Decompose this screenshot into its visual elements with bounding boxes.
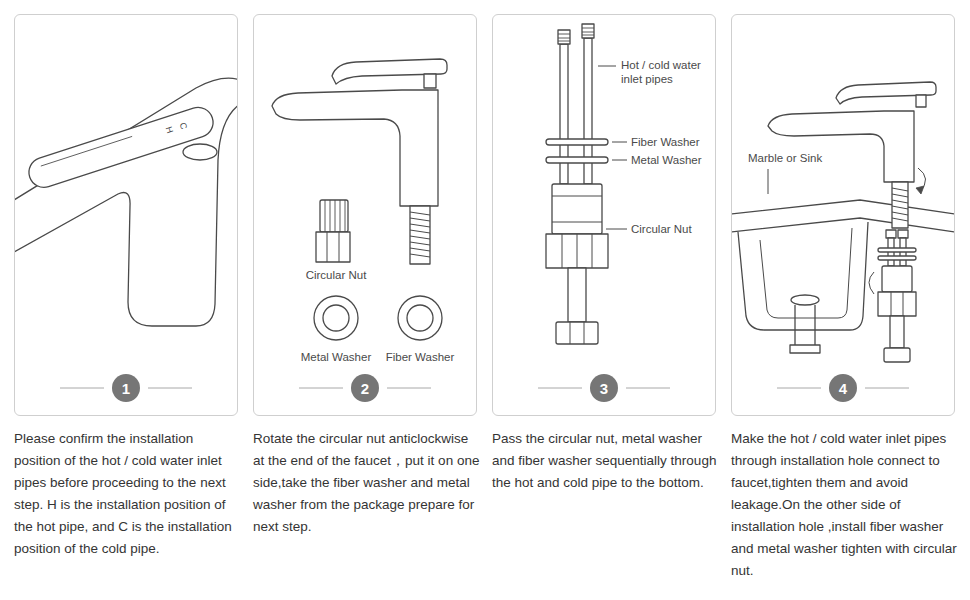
step-number: 1: [122, 380, 130, 397]
sink-install-part: [768, 169, 769, 194]
sink-install-part: [795, 305, 815, 345]
faucet-closeup-part: [15, 78, 237, 200]
part-label: Marble or Sink: [748, 151, 822, 165]
faucet-parts: [272, 59, 447, 340]
step-number: 4: [839, 380, 847, 397]
badge-rules-part: [777, 388, 821, 389]
pipe-assembly-part: [562, 234, 592, 268]
badge-rules-part: [148, 388, 192, 389]
faucet-parts-part: [323, 305, 349, 331]
sink-install-part: [768, 111, 914, 182]
step-badge: 3: [590, 374, 618, 402]
sink-install-part: [790, 345, 820, 353]
pipe-assembly-part: [582, 24, 594, 38]
step-badge: 4: [829, 374, 857, 402]
faucet-closeup: [15, 78, 237, 326]
pipe-assembly-part: [556, 322, 598, 344]
pipe-assembly-part: [558, 28, 594, 41]
step-badge: 1: [112, 374, 140, 402]
part-label: Circular Nut: [306, 268, 367, 282]
part-label: Fiber Washer: [386, 350, 455, 364]
sink-install-part: [878, 248, 916, 252]
sink-install-part: [890, 316, 904, 348]
sink-install-part: [791, 295, 819, 305]
faucet-parts-part: [316, 232, 350, 262]
step-panel: Marble or SinkMake the hot / cold water …: [731, 14, 955, 416]
faucet-closeup-part: [25, 103, 217, 191]
sink-install-part: [732, 200, 954, 214]
faucet-parts-part: [410, 212, 430, 257]
faucet-parts-part: [314, 296, 358, 340]
sink-install-part: [869, 272, 874, 294]
pipe-assembly-part: [570, 322, 584, 344]
step-panel: Circular NutMetal WasherFiber WasherRota…: [253, 14, 477, 416]
pipe-assembly-part: [598, 66, 627, 229]
step-text: Make the hot / cold water inlet pipes th…: [731, 428, 959, 582]
step-text: Pass the circular nut, metal washer and …: [492, 428, 720, 494]
sink-install-part: [738, 222, 868, 330]
badge-rules-part: [387, 388, 431, 389]
step-panel: Please confirm the installation position…: [14, 14, 238, 416]
sink-install-part: [892, 182, 908, 228]
faucet-closeup-part: [15, 104, 237, 326]
pipe-assembly-part: [546, 157, 608, 163]
sink-install-part: [732, 218, 954, 232]
pipe-assembly-part: [546, 234, 608, 268]
faucet-parts-part: [407, 305, 433, 331]
handle-mark: C: [177, 121, 189, 130]
sink-install-part: [892, 188, 908, 221]
part-label: Metal Washer: [301, 350, 372, 364]
step-number: 3: [600, 380, 608, 397]
sink-install-part: [891, 292, 903, 316]
sink-install-part: [898, 230, 908, 238]
part-label: Hot / cold water inlet pipes: [621, 58, 713, 86]
badge-rules-part: [60, 388, 104, 389]
faucet-parts-part: [272, 90, 438, 206]
sink-install-part: [760, 228, 852, 318]
faucet-closeup-part-part: [41, 136, 132, 166]
sink-install-part: [882, 266, 912, 292]
badge-rules: [60, 388, 909, 389]
faucet-parts-part: [410, 206, 430, 264]
sink-install-part: [916, 186, 924, 194]
pipe-assembly: [546, 24, 627, 344]
pipe-assembly-part: [558, 30, 570, 44]
faucet-parts-part: [398, 296, 442, 340]
faucet-parts-part: [325, 200, 345, 232]
faucet-parts-part: [424, 74, 436, 88]
step-text: Please confirm the installation position…: [14, 428, 242, 560]
step-badge: 2: [351, 374, 379, 402]
sink-install-part: [878, 292, 916, 316]
faucet-parts-part: [320, 200, 348, 232]
badge-rules-part: [865, 388, 909, 389]
sink-install-part: [886, 230, 896, 238]
faucet-closeup-part-part: [25, 103, 217, 191]
badge-rules-part: [299, 388, 343, 389]
faucet-parts-part: [327, 232, 339, 262]
step-panel: Hot / cold water inlet pipesFiber Washer…: [492, 14, 716, 416]
step-number: 2: [361, 380, 369, 397]
pipe-assembly-part: [546, 139, 608, 145]
part-label: Metal Washer: [631, 153, 702, 167]
handle-mark: H: [163, 125, 175, 134]
sink-install-part: [878, 256, 916, 260]
part-label: Circular Nut: [631, 222, 692, 236]
step-text: Rotate the circular nut anticlockwise at…: [253, 428, 481, 538]
sink-install: [732, 82, 954, 362]
pipe-assembly-part: [552, 184, 602, 234]
pipe-assembly-part: [568, 268, 586, 322]
badge-rules-part: [626, 388, 670, 389]
sink-install-part: [884, 348, 910, 362]
part-label: Fiber Washer: [631, 135, 700, 149]
badge-rules-part: [538, 388, 582, 389]
sink-install-part: [916, 95, 926, 107]
pipe-assembly-part: [552, 196, 602, 222]
faucet-closeup-part: [183, 144, 217, 160]
